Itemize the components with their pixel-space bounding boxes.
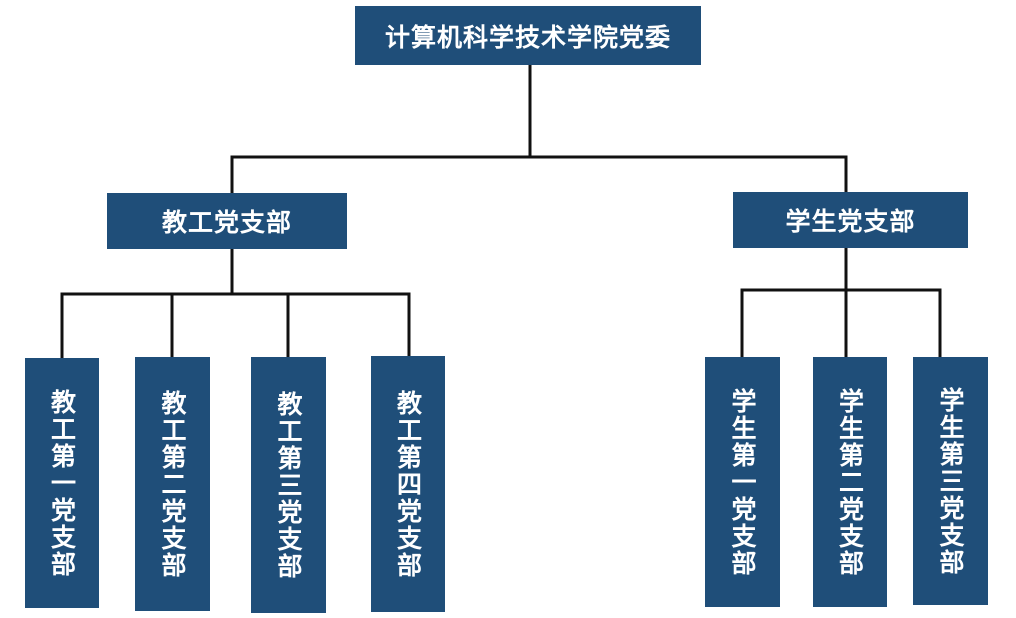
leaf-node-staff-4: 教工第四党支部 <box>371 356 445 612</box>
leaf-node-staff-1: 教工第一党支部 <box>25 358 99 608</box>
leaf-node-student-2: 学生第二党支部 <box>813 357 887 607</box>
leaf-node-label: 学生第二党支部 <box>835 387 865 577</box>
branch-node-student: 学生党支部 <box>733 192 968 248</box>
leaf-node-staff-3: 教工第三党支部 <box>251 357 326 613</box>
leaf-node-label: 教工第三党支部 <box>274 390 303 580</box>
leaf-node-student-1: 学生第一党支部 <box>705 357 780 607</box>
leaf-node-label: 学生第一党支部 <box>728 387 757 577</box>
branch-node-staff-label: 教工党支部 <box>161 208 292 237</box>
leaf-node-label: 学生第三党支部 <box>936 386 965 576</box>
root-node-label: 计算机科学技术学院党委 <box>384 22 671 52</box>
branch-node-staff: 教工党支部 <box>107 193 347 249</box>
leaf-node-label: 教工第四党支部 <box>393 389 423 579</box>
leaf-node-student-3: 学生第三党支部 <box>913 357 988 605</box>
branch-node-student-label: 学生党支部 <box>785 207 916 236</box>
leaf-node-label: 教工第一党支部 <box>47 388 77 578</box>
leaf-node-staff-2: 教工第二党支部 <box>135 357 210 611</box>
root-node: 计算机科学技术学院党委 <box>355 6 701 65</box>
leaf-node-label: 教工第二党支部 <box>158 389 187 579</box>
